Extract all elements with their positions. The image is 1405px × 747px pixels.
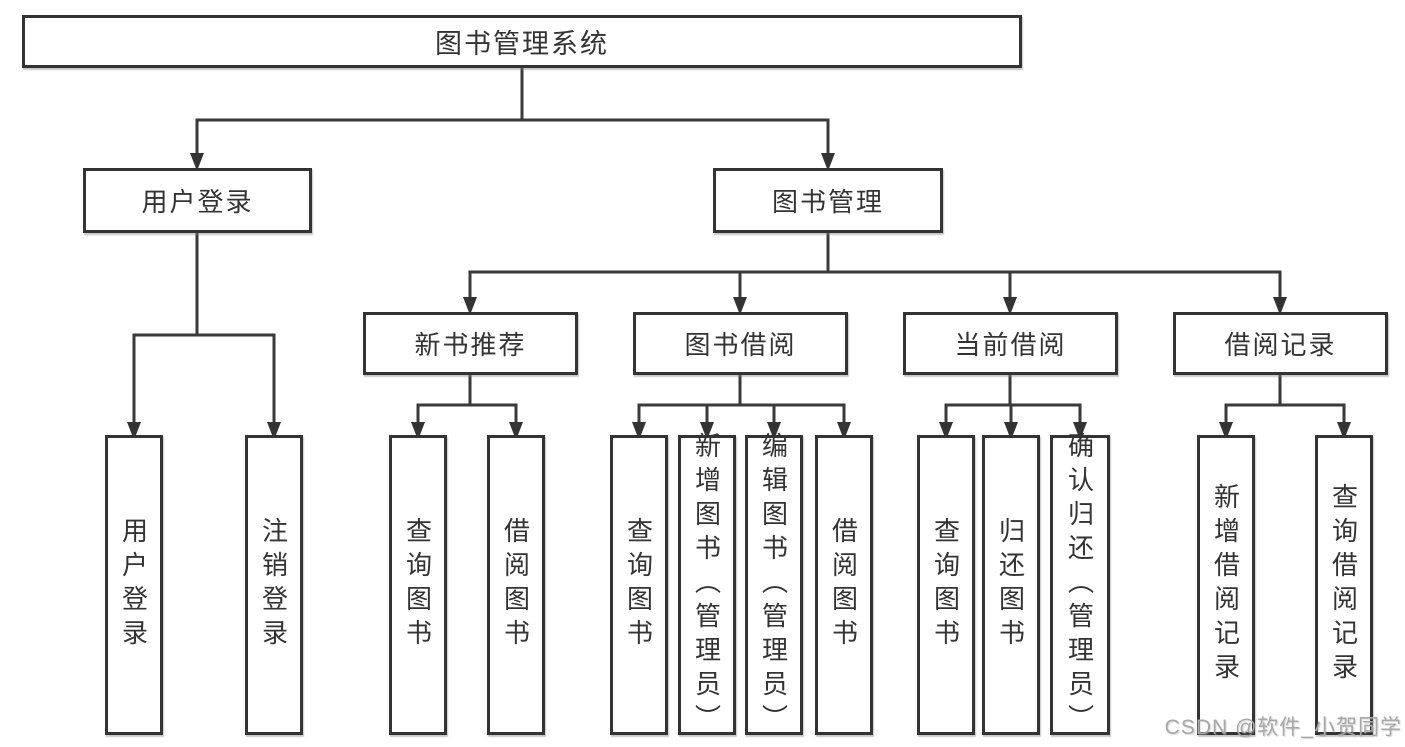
node-new-book-recommend: 新书推荐 xyxy=(363,312,578,375)
node-label: 用户登录 xyxy=(118,517,149,653)
node-root: 图书管理系统 xyxy=(22,15,1022,68)
tree-edges xyxy=(132,66,1346,424)
node-label: 图书管理系统 xyxy=(435,29,609,59)
node-label: 确认归还（管理员） xyxy=(1064,432,1095,738)
leaf-query-books-borrow: 查询图书 xyxy=(610,435,668,735)
leaf-query-books-recommend: 查询图书 xyxy=(389,435,447,735)
leaf-confirm-return-admin: 确认归还（管理员） xyxy=(1050,432,1110,738)
leaf-logout: 注销登录 xyxy=(245,435,303,735)
leaf-return-books: 归还图书 xyxy=(982,435,1040,735)
csdn-watermark: CSDN @软件_小贺同学 xyxy=(1164,716,1402,739)
leaf-query-borrow-record: 查询借阅记录 xyxy=(1315,435,1373,735)
node-book-management: 图书管理 xyxy=(713,168,943,233)
node-current-borrow: 当前借阅 xyxy=(903,312,1118,375)
node-label: 借阅图书 xyxy=(828,517,859,653)
node-label: 查询图书 xyxy=(402,517,433,653)
node-label: 查询图书 xyxy=(930,517,961,653)
node-label: 图书管理 xyxy=(771,187,884,217)
node-label: 注销登录 xyxy=(258,517,289,653)
node-label: 新增借阅记录 xyxy=(1210,483,1241,687)
node-label: 图书借阅 xyxy=(684,330,797,360)
node-borrow-records: 借阅记录 xyxy=(1173,312,1388,375)
node-label: 新书推荐 xyxy=(414,330,527,360)
arrowheads xyxy=(127,153,1351,440)
node-label: 归还图书 xyxy=(995,517,1026,653)
node-label: 借阅图书 xyxy=(500,517,531,653)
leaf-edit-books-admin: 编辑图书（管理员） xyxy=(745,432,803,738)
leaf-user-login: 用户登录 xyxy=(105,435,163,735)
leaf-borrow-books-recommend: 借阅图书 xyxy=(487,435,545,735)
node-label: 查询借阅记录 xyxy=(1328,483,1359,687)
node-label: 当前借阅 xyxy=(954,330,1067,360)
node-label: 用户登录 xyxy=(141,187,254,217)
node-label: 查询图书 xyxy=(623,517,654,653)
leaf-add-books-admin: 新增图书（管理员） xyxy=(678,432,736,738)
node-label: 借阅记录 xyxy=(1224,330,1337,360)
node-book-borrow: 图书借阅 xyxy=(633,312,848,375)
leaf-add-borrow-record: 新增借阅记录 xyxy=(1197,435,1255,735)
leaf-borrow-books: 借阅图书 xyxy=(815,435,873,735)
node-user-login: 用户登录 xyxy=(83,168,312,233)
leaf-query-books-current: 查询图书 xyxy=(917,435,975,735)
node-label: 新增图书（管理员） xyxy=(691,432,722,738)
node-label: 编辑图书（管理员） xyxy=(758,432,789,738)
